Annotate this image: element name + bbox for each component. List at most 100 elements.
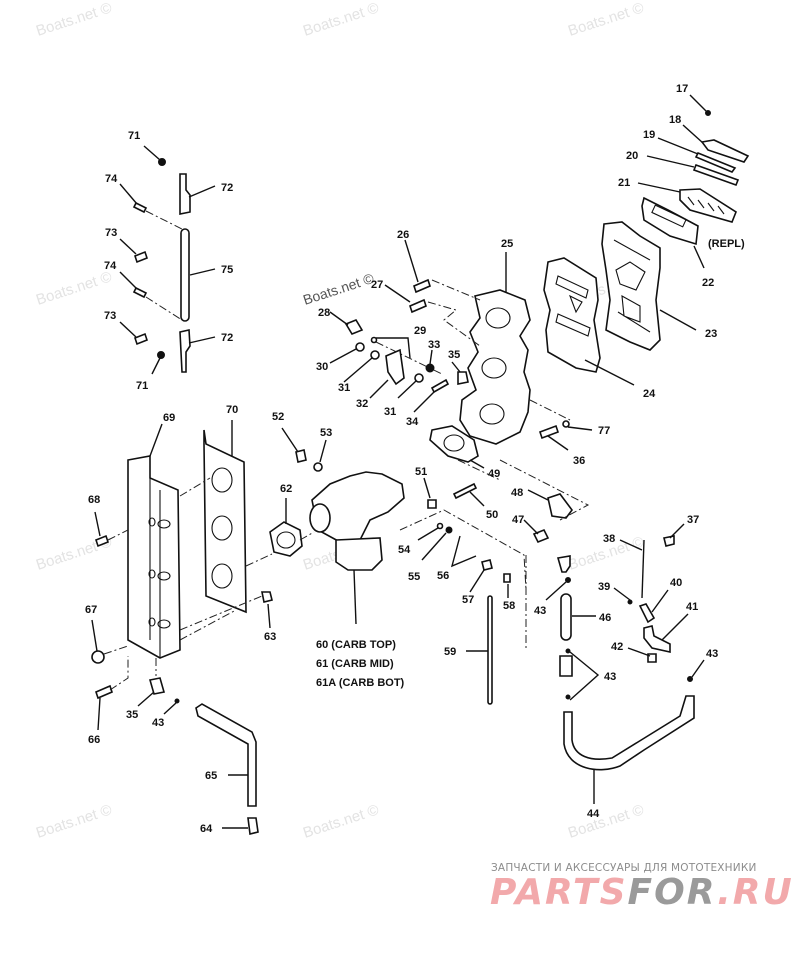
callout-46: 46 (599, 612, 611, 624)
part-39-clip (627, 599, 633, 605)
callout-71b: 71 (136, 380, 148, 392)
callout-43d: 43 (152, 717, 164, 729)
part-73-bottom (134, 332, 148, 346)
part-23-reed-plate (601, 221, 661, 351)
watermark: Boats.net © (34, 0, 114, 40)
part-75-link-rod (180, 228, 190, 322)
callout-27: 27 (371, 279, 383, 291)
part-38-wire (641, 539, 645, 599)
brand-logo[interactable]: PARTSFOR.RU (490, 872, 794, 913)
callout-31a: 31 (338, 382, 350, 394)
part-24-gasket (543, 257, 601, 373)
part-33-nut (425, 363, 435, 373)
callout-38: 38 (603, 533, 615, 545)
watermark: Boats.net © (566, 0, 646, 40)
callout-48: 48 (511, 487, 523, 499)
callout-39: 39 (598, 581, 610, 593)
callout-69: 69 (163, 412, 175, 424)
note-carb-top: 60 (CARB TOP) (316, 639, 396, 651)
callout-64: 64 (200, 823, 213, 835)
callout-71a: 71 (128, 130, 140, 142)
part-37-fitting (663, 535, 675, 547)
callout-22: 22 (702, 277, 714, 289)
callout-73b: 73 (104, 310, 116, 322)
callout-65: 65 (205, 770, 217, 782)
part-35-fitting-top (457, 371, 469, 385)
part-71-bottom (157, 351, 165, 359)
watermark: Boats.net © (301, 801, 381, 841)
brand-logo-parts: PARTS (490, 872, 628, 913)
part-67-plug (91, 650, 105, 664)
callout-21: 21 (618, 177, 630, 189)
callout-55: 55 (408, 571, 420, 583)
callout-41: 41 (686, 601, 698, 613)
part-70-plate (203, 429, 247, 614)
callout-36: 36 (573, 455, 585, 467)
part-21-reed-block (679, 188, 737, 223)
reed-valve-group (543, 94, 750, 386)
part-27-bolt (409, 298, 427, 314)
part-62-gasket (269, 521, 303, 557)
part-19-reed (694, 151, 737, 173)
callout-35b: 35 (126, 709, 138, 721)
part-41-elbow-hose (643, 625, 671, 653)
callout-77: 77 (598, 425, 610, 437)
callout-53: 53 (320, 427, 332, 439)
part-49-gasket (429, 425, 479, 463)
part-29-pin (370, 336, 378, 344)
part-72-top (179, 173, 191, 215)
watermark: Boats.net © (301, 0, 381, 40)
callout-44: 44 (587, 808, 600, 820)
linkage-rod-group (417, 522, 511, 705)
part-fitting-tee (559, 655, 573, 677)
callout-74b: 74 (104, 260, 117, 272)
callout-73a: 73 (105, 227, 117, 239)
part-40-valve (638, 603, 656, 624)
part-50-stud (452, 482, 478, 500)
part-43-clamp-d (687, 676, 693, 682)
part-28-fitting (344, 319, 364, 335)
part-32-bracket (385, 348, 405, 386)
carb-mount-group (399, 425, 590, 591)
watermark: Boats.net © (34, 268, 114, 308)
part-59-rod (487, 595, 493, 705)
part-36-bolt (538, 424, 560, 440)
callout-47: 47 (512, 514, 524, 526)
part-51-nut (427, 499, 437, 509)
callout-68: 68 (88, 494, 100, 506)
part-34-stud (430, 378, 450, 394)
part-65-hose (195, 703, 257, 807)
carburetor-group (245, 427, 405, 629)
part-35-fitting-hose (556, 555, 571, 573)
part-58-nut (503, 573, 511, 583)
callout-57: 57 (462, 594, 474, 606)
callout-19: 19 (643, 129, 655, 141)
part-66-bolt (95, 684, 113, 700)
callout-54: 54 (398, 544, 411, 556)
callout-18: 18 (669, 114, 681, 126)
callout-49: 49 (488, 468, 500, 480)
throttle-linkage-group (119, 145, 216, 375)
brand-logo-ru: .RU (717, 872, 794, 913)
part-17-screw (705, 110, 711, 116)
part-43-clamp-e (174, 698, 180, 704)
part-57-fitting (481, 559, 493, 571)
callout-23: 23 (705, 328, 717, 340)
callout-28: 28 (318, 307, 330, 319)
part-74-bolt-top (132, 201, 148, 214)
part-43-clamp-c (565, 694, 571, 700)
part-48-bracket (547, 493, 573, 519)
part-68-bolt (95, 534, 109, 548)
watermark: Boats.net © (566, 801, 646, 841)
callout-29: 29 (414, 325, 426, 337)
watermark: Boats.net © (34, 801, 114, 841)
callout-32: 32 (356, 398, 368, 410)
callout-24: 24 (643, 388, 656, 400)
part-55-washer (445, 526, 453, 534)
part-54-clip (436, 522, 444, 530)
part-56-link (450, 535, 477, 568)
callout-33: 33 (428, 339, 440, 351)
note-carb-mid: 61 (CARB MID) (316, 658, 394, 670)
callout-56: 56 (437, 570, 449, 582)
brand-logo-for: FOR (627, 872, 718, 913)
